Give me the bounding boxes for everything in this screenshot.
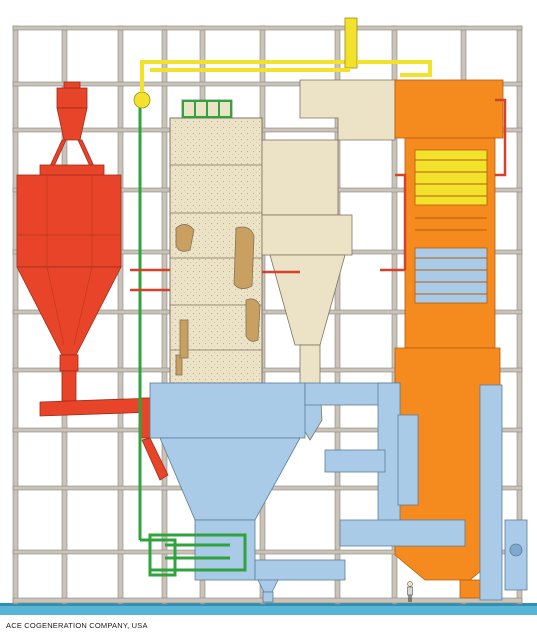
induced-draft-fan	[504, 519, 528, 591]
fuel-hopper	[16, 81, 169, 481]
cross-pipes	[130, 98, 507, 292]
downcomer-piping	[138, 108, 247, 577]
person-icon	[407, 581, 413, 602]
ash-outlet	[257, 579, 279, 603]
combustor	[169, 99, 263, 384]
air-ducts	[149, 382, 503, 601]
ground-strip	[0, 603, 537, 615]
convection-backpass	[394, 79, 504, 599]
steam-drum	[133, 91, 151, 109]
image-caption: ACE COGENERATION COMPANY, USA	[6, 621, 148, 630]
steam-piping	[140, 17, 432, 92]
